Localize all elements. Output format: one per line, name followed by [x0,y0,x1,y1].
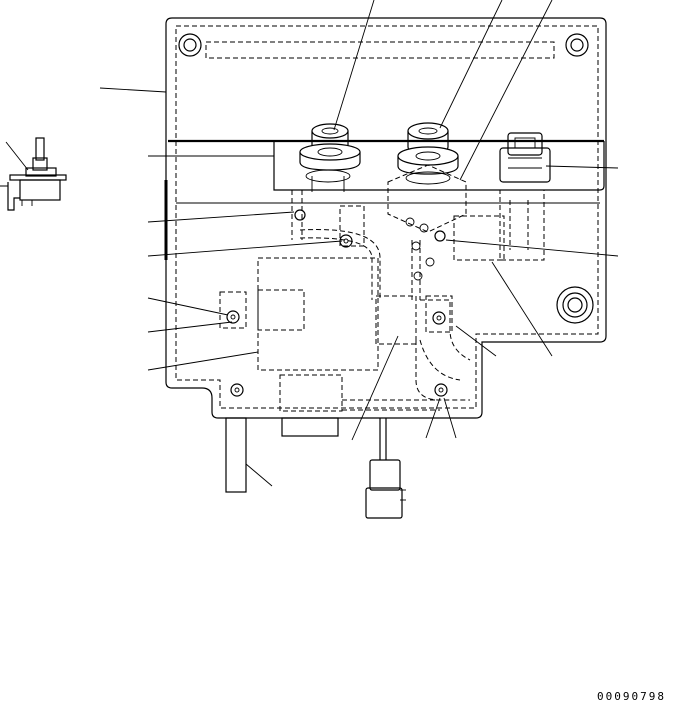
knob-subpanel [273,141,605,191]
connector-top-right [499,132,551,261]
panel-top-band [205,41,555,59]
screw-3 [432,311,446,325]
screw-4 [230,383,244,397]
cable-strap [225,417,247,493]
mount-hole-top-left [178,33,202,57]
leader-lines [5,0,619,487]
screw-1 [226,310,240,324]
terminal-cluster [405,217,435,281]
screw-5 [434,383,448,397]
internal-harness [219,190,505,412]
screw-6 [294,209,306,221]
potentiometer-detail [0,137,67,211]
rotary-knob-center [387,122,467,233]
panel-outline [165,17,607,419]
rotary-knob-left [299,123,361,192]
bottom-bracket [281,417,339,437]
screw-7 [434,230,446,242]
mount-hole-top-right [565,33,589,57]
panel-inner-outline [175,25,599,409]
drawing-code: 00090798 [597,690,666,703]
harness-connector [365,418,406,519]
mount-hole-right [556,286,594,324]
